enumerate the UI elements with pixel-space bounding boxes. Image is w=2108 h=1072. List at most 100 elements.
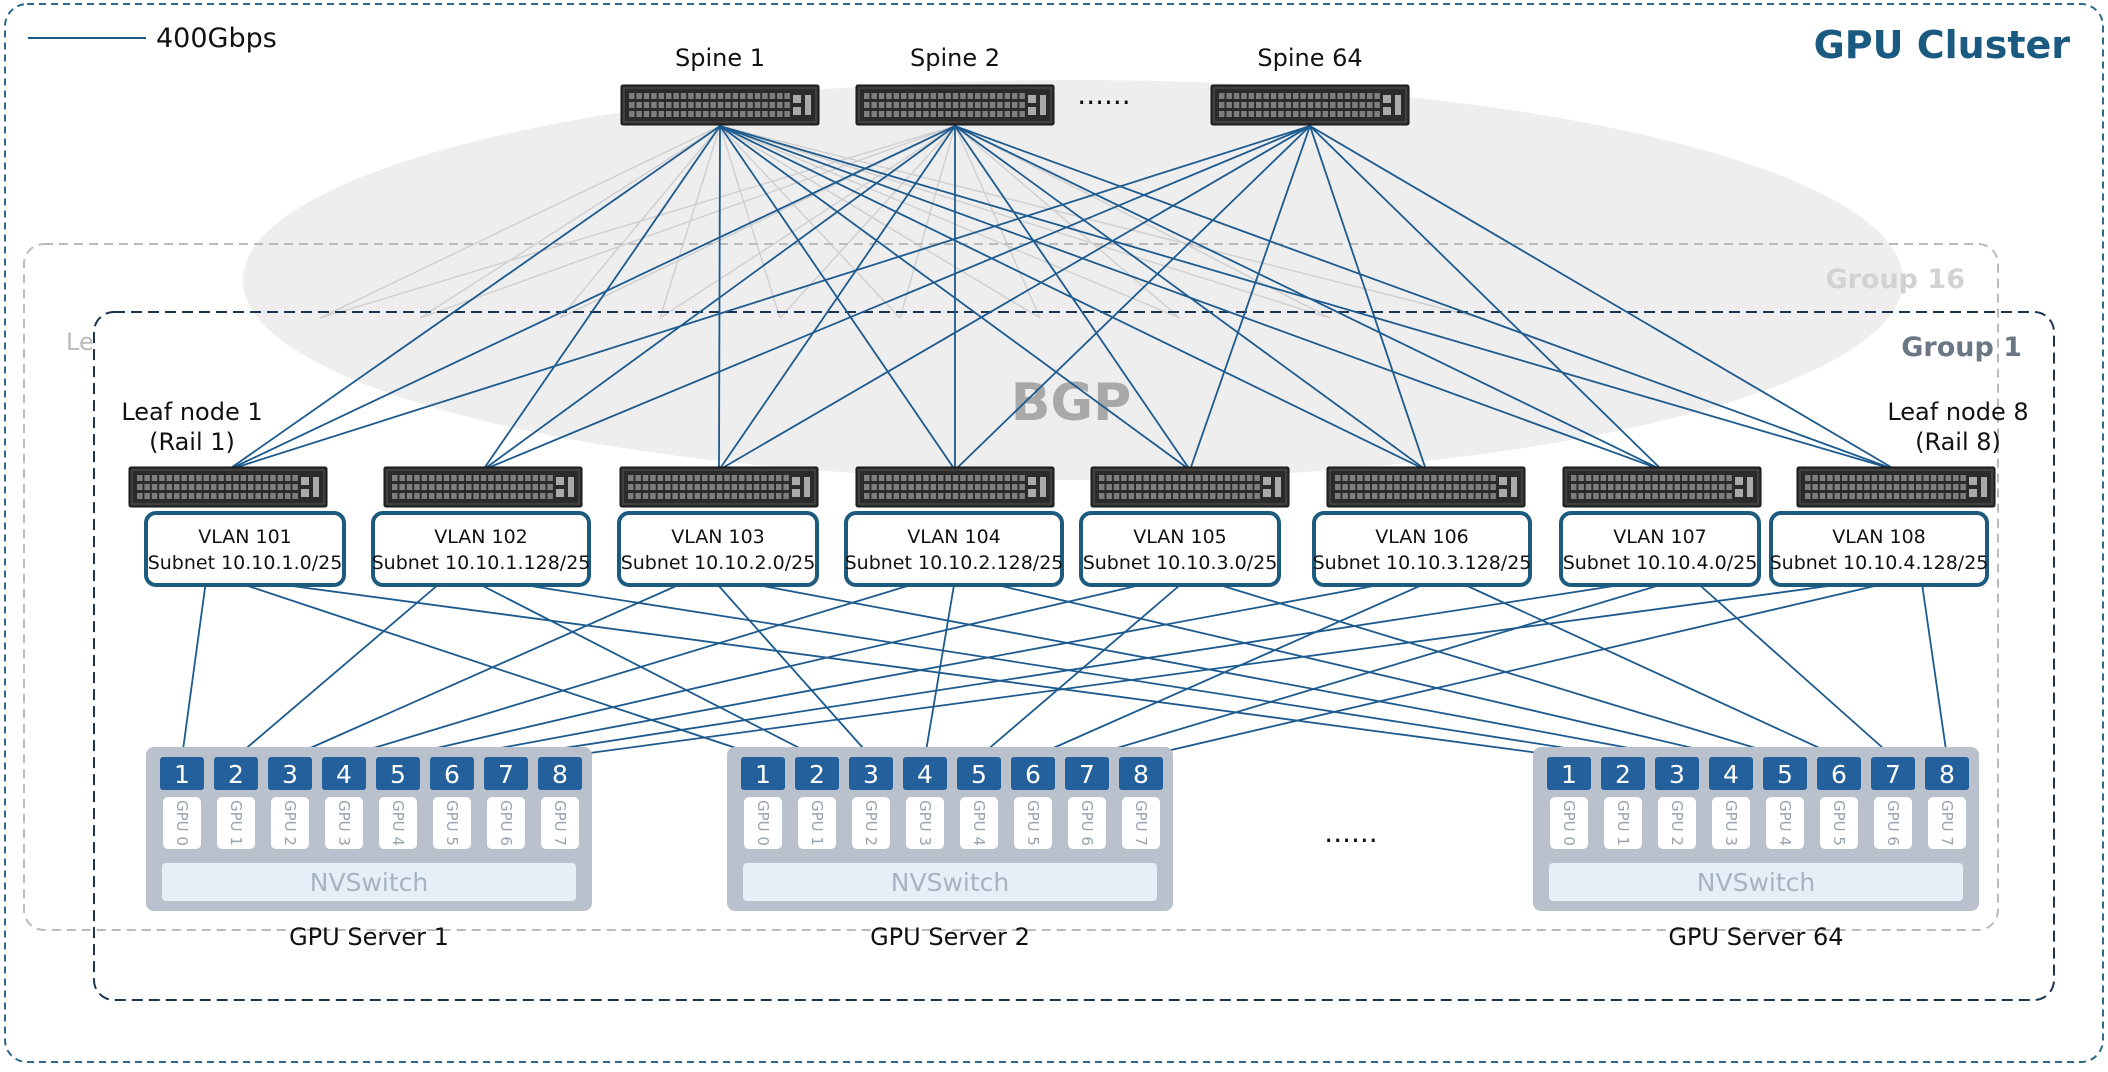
svg-text:6: 6 [1025, 760, 1041, 789]
bgp-region [243, 80, 1903, 480]
nic-port-1[interactable]: 1 [160, 757, 204, 790]
nic-port-3[interactable]: 3 [268, 757, 312, 790]
leaf-switch-1[interactable] [128, 466, 328, 508]
leaf-8-label: Leaf node 8 [1887, 398, 2028, 426]
leaf-switch-7[interactable] [1562, 466, 1762, 508]
leaf-switch-3[interactable] [619, 466, 819, 508]
rail-link [397, 584, 1141, 758]
background-link [659, 125, 721, 319]
nic-port-6[interactable]: 6 [1011, 757, 1055, 790]
rail-link [1032, 584, 1423, 758]
svg-text:GPU 5: GPU 5 [1024, 800, 1042, 846]
cluster-border [4, 3, 2104, 1063]
spine-leaf-link [954, 125, 1191, 471]
spine-leaf-link [227, 125, 1311, 471]
leaf-switch-6[interactable] [1326, 466, 1526, 508]
vlan-subnet: Subnet 10.10.4.128/25 [1770, 552, 1989, 574]
background-link [719, 125, 1041, 319]
svg-text:GPU 4: GPU 4 [970, 800, 988, 846]
nic-port-5[interactable]: 5 [376, 757, 420, 790]
spine-switch-1[interactable] [620, 84, 820, 126]
nic-port-2[interactable]: 2 [214, 757, 258, 790]
gpu-4: GPU 4 [1766, 797, 1804, 849]
background-link [319, 125, 721, 319]
cluster-title: GPU Cluster [1814, 23, 2071, 67]
nic-port-7[interactable]: 7 [1871, 757, 1915, 790]
nic-port-8[interactable]: 8 [1925, 757, 1969, 790]
nic-port-4[interactable]: 4 [903, 757, 947, 790]
nic-port-3[interactable]: 3 [1655, 757, 1699, 790]
vlan-name: VLAN 104 [907, 526, 1001, 548]
svg-text:3: 3 [282, 760, 298, 789]
vlan-name: VLAN 105 [1133, 526, 1227, 548]
vlan-name: VLAN 108 [1832, 526, 1926, 548]
nic-port-4[interactable]: 4 [322, 757, 366, 790]
gpu-1: GPU 1 [798, 797, 836, 849]
svg-text:GPU 0: GPU 0 [754, 800, 772, 846]
svg-text:7: 7 [498, 760, 514, 789]
nvswitch: NVSwitch [162, 863, 576, 901]
nic-port-8[interactable]: 8 [1119, 757, 1163, 790]
background-link [719, 125, 1481, 319]
nic-port-1[interactable]: 1 [741, 757, 785, 790]
group-1-border [93, 311, 2055, 1001]
nic-port-7[interactable]: 7 [484, 757, 528, 790]
leaf-switch-5[interactable] [1090, 466, 1290, 508]
nic-port-6[interactable]: 6 [1817, 757, 1861, 790]
spine-leaf-link [482, 125, 721, 471]
svg-text:GPU 7: GPU 7 [1132, 800, 1150, 846]
spine-leaf-link [227, 125, 721, 471]
gpu-7: GPU 7 [1122, 797, 1160, 849]
svg-text:8: 8 [552, 760, 568, 789]
nic-port-6[interactable]: 6 [430, 757, 474, 790]
background-link [719, 125, 901, 319]
nic-port-2[interactable]: 2 [795, 757, 839, 790]
spine-label-1: Spine 1 [675, 44, 765, 72]
nic-port-5[interactable]: 5 [957, 757, 1001, 790]
nic-port-2[interactable]: 2 [1601, 757, 1645, 790]
svg-text:2: 2 [228, 760, 244, 789]
spine-leaf-link [718, 125, 956, 471]
nic-port-1[interactable]: 1 [1547, 757, 1591, 790]
rail-link [181, 584, 207, 758]
spine-switch-3[interactable] [1210, 84, 1410, 126]
leaf-layer [128, 466, 1996, 508]
gpu-1: GPU 1 [1604, 797, 1642, 849]
leaf-switch-8[interactable] [1796, 466, 1996, 508]
leaf-1-rail-label: (Rail 1) [149, 428, 235, 456]
gpu-0: GPU 0 [1550, 797, 1588, 849]
background-link [419, 125, 721, 319]
nvswitch: NVSwitch [1549, 863, 1963, 901]
nic-port-4[interactable]: 4 [1709, 757, 1753, 790]
spine-leaf-link [1309, 125, 1663, 471]
background-link [559, 125, 721, 319]
gpu-1: GPU 1 [217, 797, 255, 849]
nic-port-3[interactable]: 3 [849, 757, 893, 790]
rail-link [924, 584, 955, 758]
nic-port-8[interactable]: 8 [538, 757, 582, 790]
nic-port-5[interactable]: 5 [1763, 757, 1807, 790]
svg-text:GPU 1: GPU 1 [1614, 800, 1632, 846]
background-link [954, 125, 1041, 319]
leaf-switch-2[interactable] [383, 466, 583, 508]
background-link [899, 125, 956, 319]
nic-port-7[interactable]: 7 [1065, 757, 1109, 790]
spine-leaf-link [954, 125, 1897, 471]
leaf-switch-4[interactable] [855, 466, 1055, 508]
vlan-name: VLAN 101 [198, 526, 292, 548]
spine-switch-2[interactable] [855, 84, 1055, 126]
